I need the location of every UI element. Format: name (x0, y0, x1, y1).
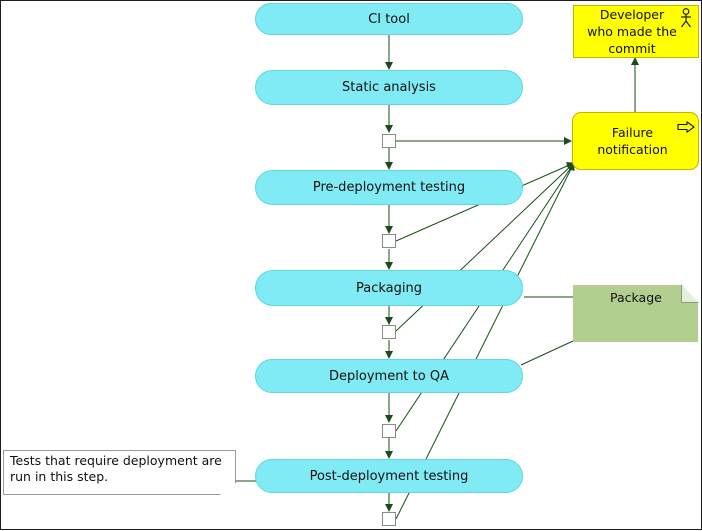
step-deployment-to-qa[interactable]: Deployment to QA (255, 359, 523, 393)
package-artifact[interactable]: Package (573, 285, 698, 342)
failure-notification-box[interactable]: Failure notification (572, 112, 699, 170)
arrow-right-icon (677, 121, 695, 133)
step-label: Pre-deployment testing (312, 180, 466, 195)
decision-gate[interactable] (382, 134, 396, 148)
step-static-analysis[interactable]: Static analysis (255, 70, 523, 105)
step-label: CI tool (368, 11, 410, 27)
step-label: Deployment to QA (329, 368, 449, 384)
comment-text: Tests that require deployment are run in… (10, 453, 222, 484)
folded-corner-icon (681, 285, 699, 303)
developer-box[interactable]: Developer who made the commit (573, 5, 699, 58)
package-label: Package (610, 290, 662, 305)
failure-notification-label: Failure notification (597, 125, 668, 157)
decision-gate[interactable] (382, 325, 396, 339)
actor-icon (681, 8, 691, 28)
step-label: Static analysis (342, 80, 436, 95)
comment-note: Tests that require deployment are run in… (3, 450, 236, 495)
step-pre-deployment-testing[interactable]: Pre-deployment testing (255, 170, 523, 205)
decision-gate[interactable] (382, 424, 396, 438)
step-ci-tool[interactable]: CI tool (255, 3, 523, 35)
step-post-deployment-testing[interactable]: Post-deployment testing (255, 459, 523, 493)
developer-label: Developer who made the commit (587, 7, 677, 56)
step-packaging[interactable]: Packaging (255, 270, 523, 306)
package-association-deploy (520, 340, 574, 366)
step-label: Packaging (356, 280, 422, 296)
decision-gate[interactable] (382, 512, 396, 526)
decision-gate[interactable] (382, 234, 396, 248)
step-label: Post-deployment testing (309, 468, 469, 484)
